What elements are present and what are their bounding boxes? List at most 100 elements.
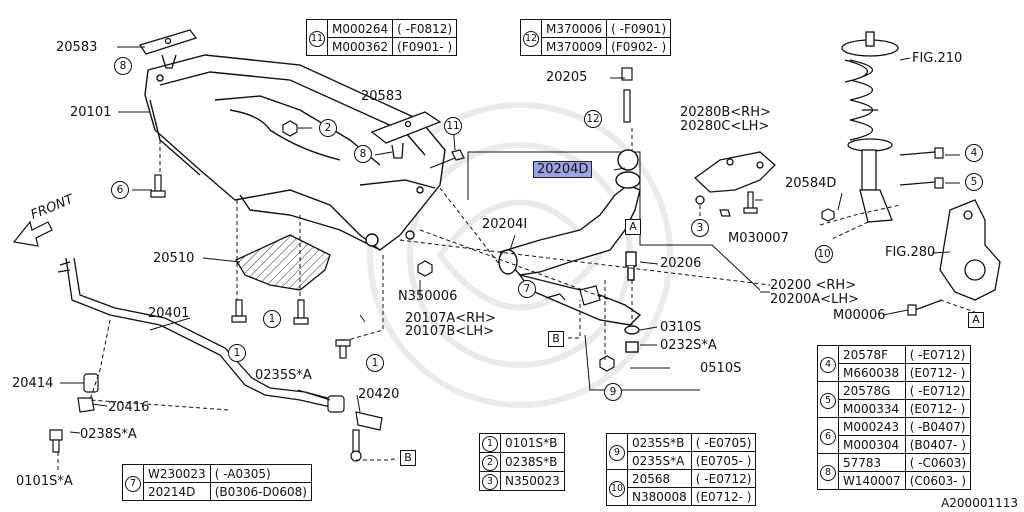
- callout-1-b: 1: [263, 310, 281, 328]
- table-cell: 0235S*A: [627, 451, 692, 470]
- table-cell-number: 2: [479, 452, 501, 472]
- table-cell: (C0603- ): [904, 471, 972, 490]
- label-20510: 20510: [153, 251, 195, 266]
- table-cell: ( -E0712): [904, 381, 972, 400]
- table-cell: M370006: [540, 19, 608, 38]
- label-20101: 20101: [70, 105, 112, 120]
- label-20280c: 20280C<LH>: [680, 119, 770, 134]
- table-cell: N380008: [627, 487, 692, 506]
- label-20583-mid: 20583: [361, 89, 403, 104]
- table-cell: ( -A0305): [209, 464, 312, 483]
- label-20204i: 20204I: [482, 217, 528, 232]
- label-n350006: N350006: [398, 289, 458, 304]
- lower-arm-box: [467, 151, 761, 391]
- callout-5: 5: [965, 173, 983, 191]
- label-20583-top: 20583: [56, 40, 98, 55]
- label-fig280: FIG.280: [885, 245, 936, 260]
- table-cell: ( -B0407): [904, 417, 972, 436]
- callout-12: 12: [584, 110, 602, 128]
- label-20200: 20200 <RH>: [770, 278, 857, 293]
- table-cell: (F0902- ): [606, 37, 672, 56]
- callout-8-mid: 8: [354, 145, 372, 163]
- callout-1-c: 1: [366, 354, 384, 372]
- table-ref-7: 7 W230023( -A0305) 20214D(B0306-D0608): [122, 464, 312, 501]
- marker-a-knuckle: A: [968, 312, 984, 328]
- table-cell: (E0705- ): [690, 451, 757, 470]
- leader-lines: [57, 46, 976, 470]
- label-20420: 20420: [358, 387, 400, 402]
- table-cell: N350023: [500, 471, 565, 491]
- marker-a-arm: A: [625, 219, 641, 235]
- table-cell-number: 10: [606, 469, 628, 506]
- table-cell: (E0712- ): [904, 399, 972, 418]
- knuckle: [939, 199, 1001, 301]
- callout-9: 9: [604, 383, 622, 401]
- label-0510s: 0510S: [700, 361, 742, 376]
- table-cell: (E0712- ): [690, 487, 757, 506]
- callout-10: 10: [815, 245, 833, 263]
- table-cell: M000304: [838, 435, 906, 454]
- label-0310s: 0310S: [660, 320, 702, 335]
- callout-8-top: 8: [114, 57, 132, 75]
- callout-6: 6: [111, 181, 129, 199]
- front-arrow: [12, 220, 53, 247]
- label-m030007: M030007: [728, 231, 789, 246]
- table-cell: W140007: [838, 471, 906, 490]
- table-cell-number: 4: [817, 345, 839, 382]
- table-cell: ( -F0812): [392, 19, 458, 38]
- plate-20510: [235, 234, 331, 291]
- callout-3: 3: [691, 219, 709, 237]
- table-cell: ( -C0603): [904, 453, 972, 472]
- table-cell: M000264: [326, 19, 394, 38]
- table-ref-4-8: 4 20578F( -E0712) M660038(E0712- ) 5 205…: [817, 345, 972, 490]
- label-m00006: M00006: [833, 308, 886, 323]
- table-cell: 20214D: [143, 482, 211, 501]
- table-11-number: 11: [306, 19, 328, 56]
- table-cell: 0235S*B: [627, 433, 692, 452]
- table-ref-11: 11 M000264( -F0812) M000362(F0901- ): [306, 19, 458, 56]
- label-20206: 20206: [660, 256, 702, 271]
- label-20414: 20414: [12, 376, 54, 391]
- table-cell-number: 6: [817, 417, 839, 454]
- table-cell: (B0306-D0608): [209, 482, 312, 501]
- label-20200a: 20200A<LH>: [770, 292, 860, 307]
- label-0232s: 0232S*A: [660, 338, 717, 353]
- document-number: A200001113: [941, 496, 1018, 510]
- table-cell: 20568: [627, 469, 692, 488]
- table-cell: M000334: [838, 399, 906, 418]
- table-cell-number: 3: [479, 471, 501, 491]
- table-cell: ( -F0901): [606, 19, 672, 38]
- table-cell: M000243: [838, 417, 906, 436]
- label-20416: 20416: [108, 400, 150, 415]
- callout-4: 4: [965, 144, 983, 162]
- table-cell: 20578G: [838, 381, 906, 400]
- table-12-number: 12: [520, 19, 542, 56]
- table-cell: ( -E0712): [904, 345, 972, 364]
- bracket-20583-left: [138, 29, 198, 69]
- lower-arm-20200: [498, 149, 642, 353]
- table-cell-number: 1: [479, 433, 501, 453]
- table-cell: (B0407- ): [904, 435, 972, 454]
- table-cell: 20578F: [838, 345, 906, 364]
- label-0235s: 0235S*A: [255, 368, 312, 383]
- label-20584d: 20584D: [785, 176, 837, 191]
- table-cell-number: 5: [817, 381, 839, 418]
- table-cell: M660038: [838, 363, 906, 382]
- table-cell: (E0712- ): [904, 363, 972, 382]
- table-cell: M370009: [540, 37, 608, 56]
- bracket-20583-middle: [370, 111, 442, 159]
- table-ref-9-10: 9 0235S*B( -E0705) 0235S*A(E0705- ) 10 2…: [606, 433, 757, 506]
- callout-2: 2: [319, 119, 337, 137]
- table-cell: 0101S*B: [500, 433, 565, 453]
- label-20204d-highlighted[interactable]: 20204D: [533, 161, 593, 178]
- label-0238s: 0238S*A: [80, 427, 137, 442]
- bushings-and-links: [77, 373, 383, 462]
- label-20280b: 20280B<RH>: [680, 105, 771, 120]
- callout-7: 7: [518, 280, 536, 298]
- table-cell: 0238S*B: [500, 452, 565, 472]
- table-cell-number: 9: [606, 433, 628, 470]
- label-0101s: 0101S*A: [16, 474, 73, 489]
- bracket-20280: [693, 151, 776, 205]
